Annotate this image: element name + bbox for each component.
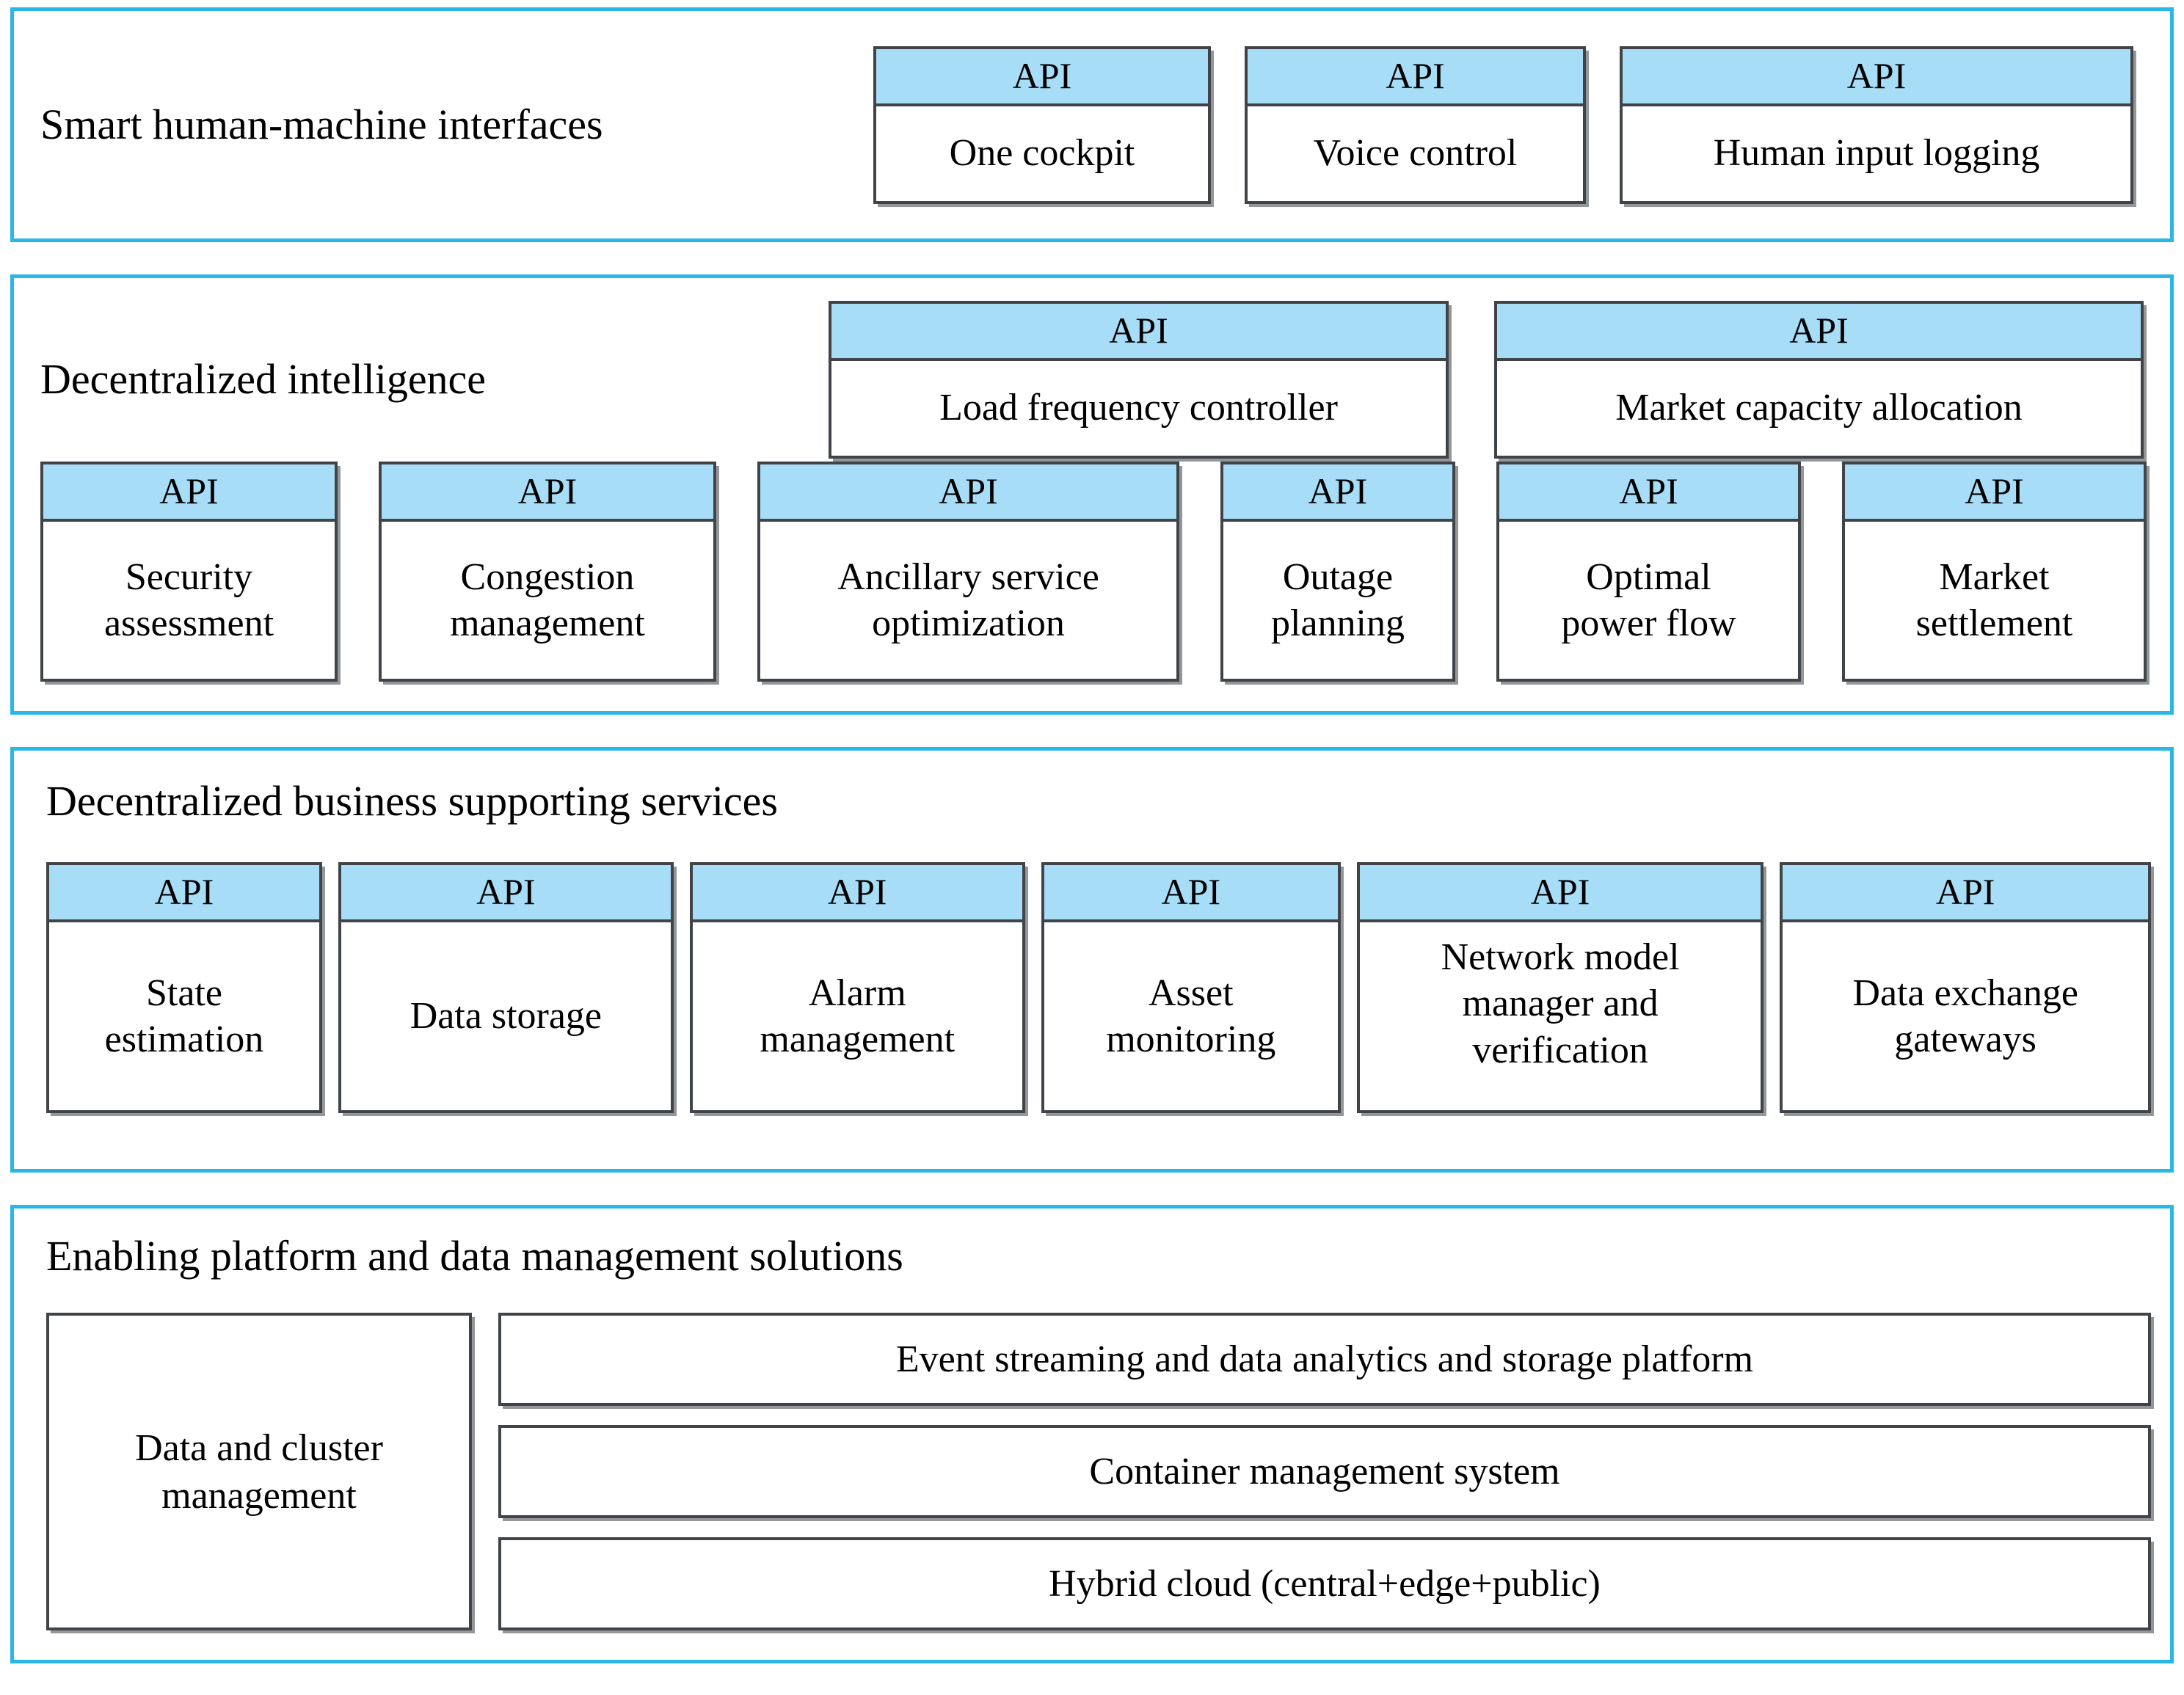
- api-header-label: API: [1845, 464, 2144, 522]
- layer-decentralized-intelligence: Decentralized intelligence API Load freq…: [10, 274, 2174, 715]
- layer-4-stacked-boxes: Event streaming and data analytics and s…: [498, 1313, 2151, 1630]
- api-header-label: API: [831, 303, 1446, 361]
- layer-decentralized-business-supporting-services: Decentralized business supporting servic…: [10, 747, 2174, 1173]
- api-header-label: API: [341, 865, 671, 922]
- api-header-label: API: [49, 865, 319, 922]
- layer-enabling-platform-and-data-management-solutions: Enabling platform and data management so…: [10, 1205, 2174, 1663]
- api-box-label: Market capacity allocation: [1615, 387, 2023, 429]
- api-header-label: API: [1359, 865, 1761, 922]
- api-box-human-input-logging[interactable]: API Human input logging: [1620, 45, 2133, 204]
- api-header-label: API: [1783, 865, 2149, 922]
- api-box-label: Human input logging: [1713, 132, 2040, 175]
- box-container-management-system[interactable]: Container management system: [498, 1425, 2151, 1518]
- box-event-streaming-platform[interactable]: Event streaming and data analytics and s…: [498, 1313, 2151, 1406]
- api-box-data-storage[interactable]: API Data storage: [338, 862, 674, 1113]
- api-box-voice-control[interactable]: API Voice control: [1245, 45, 1586, 204]
- api-header-label: API: [1499, 464, 1798, 522]
- layer-2-top-box-group: API Load frequency controller API Market…: [829, 300, 2151, 459]
- api-header-label: API: [1248, 48, 1583, 106]
- api-header-label: API: [1497, 303, 2141, 361]
- layer-1-box-group: API One cockpit API Voice control API Hu…: [873, 45, 2152, 204]
- api-header-label: API: [43, 464, 335, 522]
- layer-2-title: Decentralized intelligence: [40, 355, 487, 403]
- layer-4-title: Enabling platform and data management so…: [46, 1232, 903, 1280]
- layer-1-title: Smart human-machine interfaces: [40, 101, 603, 148]
- layer-smart-human-machine-interfaces: Smart human-machine interfaces API One c…: [10, 7, 2174, 242]
- api-box-label: Data storage: [410, 995, 603, 1038]
- api-box-load-frequency-controller[interactable]: API Load frequency controller: [829, 300, 1449, 459]
- api-header-label: API: [1623, 48, 2130, 106]
- api-box-one-cockpit[interactable]: API One cockpit: [873, 45, 1211, 204]
- api-header-label: API: [382, 464, 713, 522]
- api-header-label: API: [876, 48, 1208, 106]
- layer-3-title: Decentralized business supporting servic…: [46, 777, 778, 825]
- api-box-market-capacity-allocation[interactable]: API Market capacity allocation: [1494, 300, 2144, 459]
- api-box-label: Voice control: [1313, 132, 1518, 175]
- api-header-label: API: [1044, 865, 1338, 922]
- api-header-label: API: [760, 464, 1176, 522]
- api-header-label: API: [692, 865, 1022, 922]
- api-box-label: Load frequency controller: [939, 387, 1338, 429]
- api-box-label: One cockpit: [949, 132, 1135, 175]
- api-header-label: API: [1223, 464, 1452, 522]
- box-hybrid-cloud[interactable]: Hybrid cloud (central+edge+public): [498, 1537, 2151, 1630]
